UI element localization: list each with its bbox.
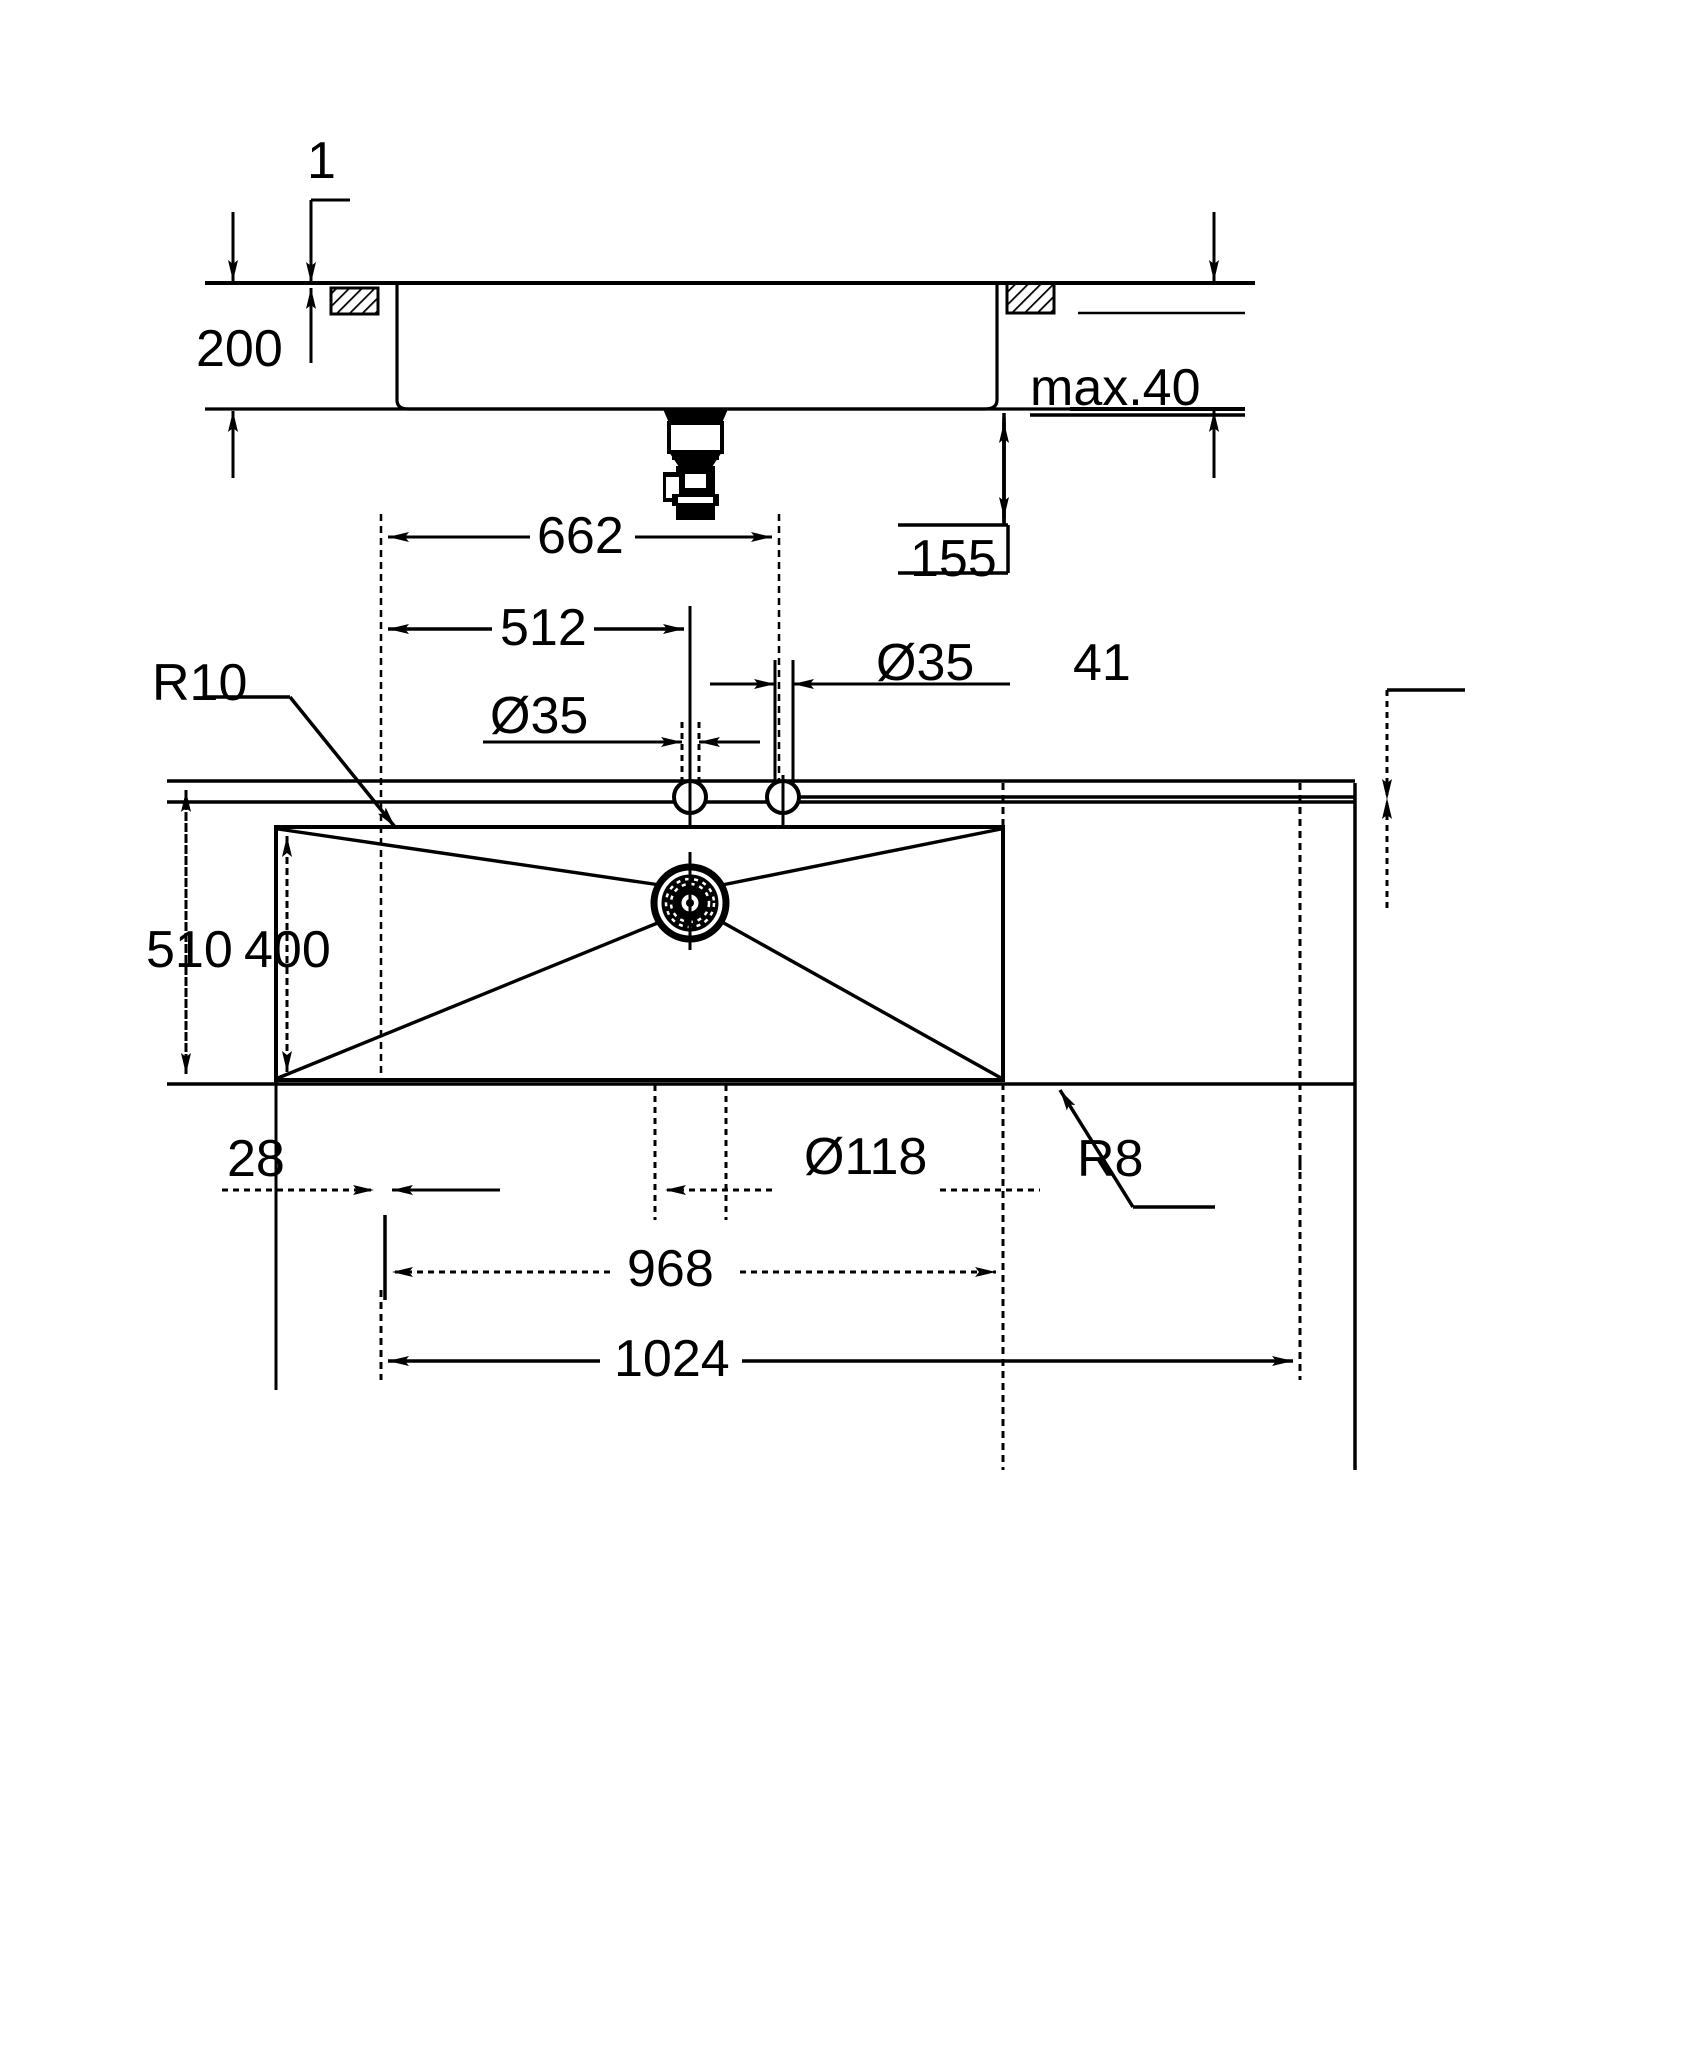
section-view xyxy=(205,198,1255,575)
waste-fitting xyxy=(663,409,728,520)
dimension-chain xyxy=(204,514,1465,1080)
section-bowl-outline xyxy=(395,285,999,411)
dim-label-max40: max.40 xyxy=(1030,359,1201,417)
mounting-clip-right xyxy=(1005,281,1056,315)
dim-label-hole-left-35: Ø35 xyxy=(490,687,589,745)
plan-waste-opening xyxy=(650,852,730,950)
dim-label-hole-right-35: Ø35 xyxy=(876,634,975,692)
dim-label-r8: R8 xyxy=(1077,1130,1144,1188)
leader-r10 xyxy=(204,695,397,829)
dim-label-r10: R10 xyxy=(152,654,248,712)
dim-label-510: 510 xyxy=(146,921,233,979)
dim-drain-height-155 xyxy=(898,413,1010,575)
dim-label-28: 28 xyxy=(227,1130,285,1188)
plan-bowl-slope-lines xyxy=(277,827,1002,1080)
dim-label-41: 41 xyxy=(1073,634,1131,692)
dim-label-1024: 1024 xyxy=(614,1330,730,1388)
dim-118 xyxy=(653,1085,1040,1220)
dim-label-512: 512 xyxy=(500,599,587,657)
tap-hole-left xyxy=(672,775,708,825)
dim-label-400: 400 xyxy=(244,921,331,979)
mounting-clip-left xyxy=(329,286,380,316)
dim-label-200: 200 xyxy=(196,320,283,378)
tap-hole-right xyxy=(765,775,1355,825)
leader-r8 xyxy=(1058,1089,1215,1209)
dim-max-40 xyxy=(1030,212,1245,478)
dim-41 xyxy=(1382,688,1465,908)
dim-label-155: 155 xyxy=(910,530,997,588)
dim-thickness-1 xyxy=(306,198,350,363)
dim-label-662: 662 xyxy=(537,507,624,565)
dim-1024 xyxy=(379,1160,1302,1380)
dim-400 xyxy=(282,825,400,1072)
dim-label-968: 968 xyxy=(627,1240,714,1298)
dim-hole-left-35 xyxy=(483,722,760,800)
dim-label-1: 1 xyxy=(307,132,336,190)
plan-bowl-rect xyxy=(274,825,1005,1082)
dim-hole-right-35 xyxy=(710,660,1010,800)
dim-label-118: Ø118 xyxy=(804,1128,928,1186)
plan-view xyxy=(167,775,1357,1470)
dim-968 xyxy=(383,1215,996,1300)
